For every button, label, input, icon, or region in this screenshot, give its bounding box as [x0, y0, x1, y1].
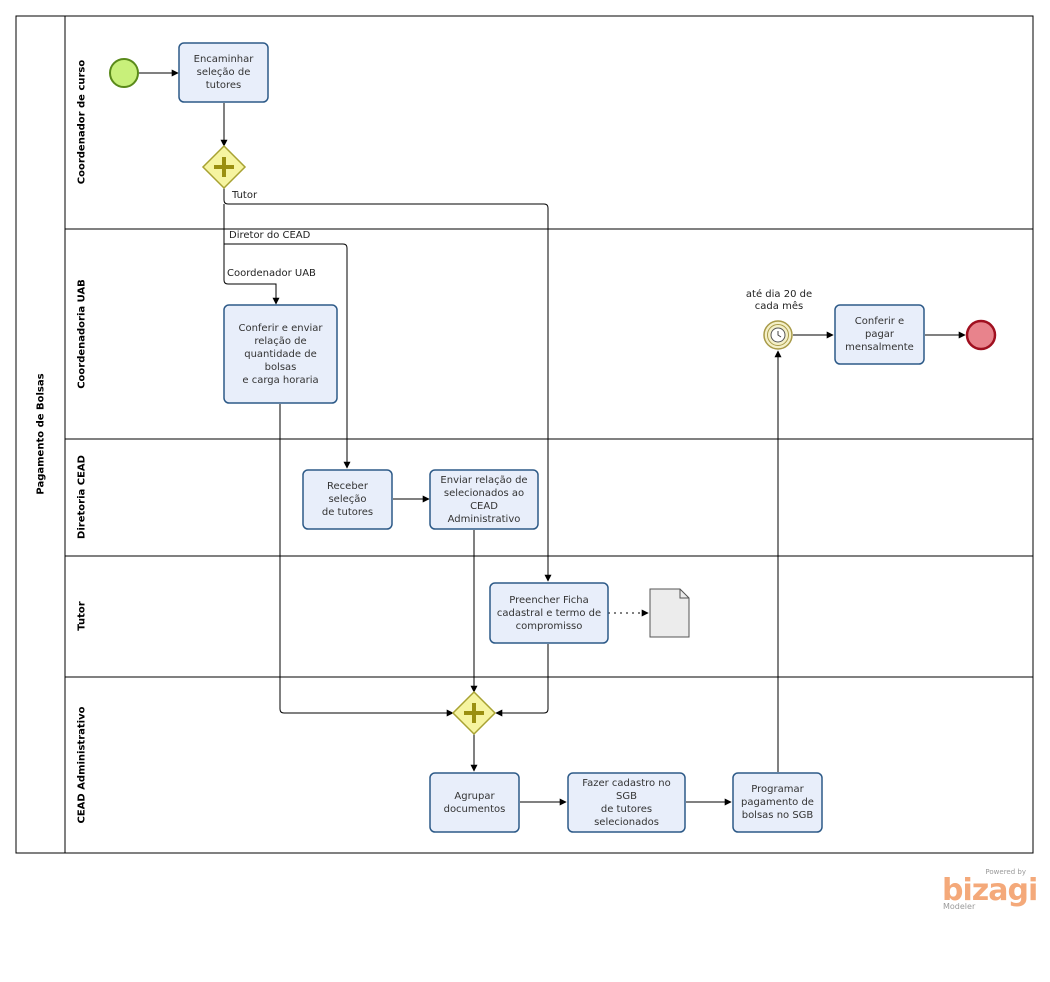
document-icon[interactable]	[649, 588, 690, 638]
lane-label-tutor: Tutor	[76, 601, 88, 631]
flow-label-coord-uab: Coordenador UAB	[227, 268, 316, 279]
pool-label: Pagamento de Bolsas	[35, 373, 47, 495]
powered-by-text: Powered by	[985, 868, 1026, 876]
task-fazer-cadastro[interactable]	[567, 772, 686, 833]
task-enviar-relacao[interactable]	[429, 469, 539, 530]
bizagi-logo: bizagi	[942, 873, 1038, 908]
lane-label-cead-administrativo: CEAD Administrativo	[76, 706, 88, 824]
flow-label-diretor: Diretor do CEAD	[229, 230, 311, 241]
task-conferir-pagar[interactable]	[834, 304, 925, 365]
bizagi-branding: Powered by bizagi Modeler	[942, 868, 1038, 916]
parallel-gateway-split[interactable]	[201, 144, 247, 190]
flow-label-tutor: Tutor	[232, 190, 258, 201]
timer-event-label: até dia 20 de cada mês	[745, 289, 813, 312]
task-preencher[interactable]	[489, 582, 609, 644]
sequence-flows	[139, 69, 966, 806]
lane-label-coordenadoria-uab: Coordenadoria UAB	[76, 279, 88, 389]
flow-gateway-diretor	[223, 204, 351, 469]
lane-label-coordenador-curso: Coordenador de curso	[76, 59, 88, 185]
end-event[interactable]	[965, 319, 997, 351]
task-encaminhar[interactable]	[178, 42, 269, 103]
flow-gateway-tutor	[223, 188, 552, 582]
timer-event[interactable]	[763, 320, 793, 350]
task-agrupar[interactable]	[429, 772, 520, 833]
flow-preencher-to-join	[495, 644, 549, 717]
start-event[interactable]	[109, 58, 139, 88]
modeler-text: Modeler	[943, 902, 976, 911]
lane-label-diretoria-cead: Diretoria CEAD	[76, 455, 88, 539]
task-receber[interactable]	[302, 469, 393, 530]
pool	[15, 15, 1034, 854]
task-programar[interactable]	[732, 772, 823, 833]
parallel-gateway-join[interactable]	[451, 690, 497, 736]
task-conferir-enviar[interactable]	[223, 304, 338, 404]
flow-conferir-to-join	[279, 404, 454, 717]
flow-gateway-coord-uab	[223, 244, 280, 305]
